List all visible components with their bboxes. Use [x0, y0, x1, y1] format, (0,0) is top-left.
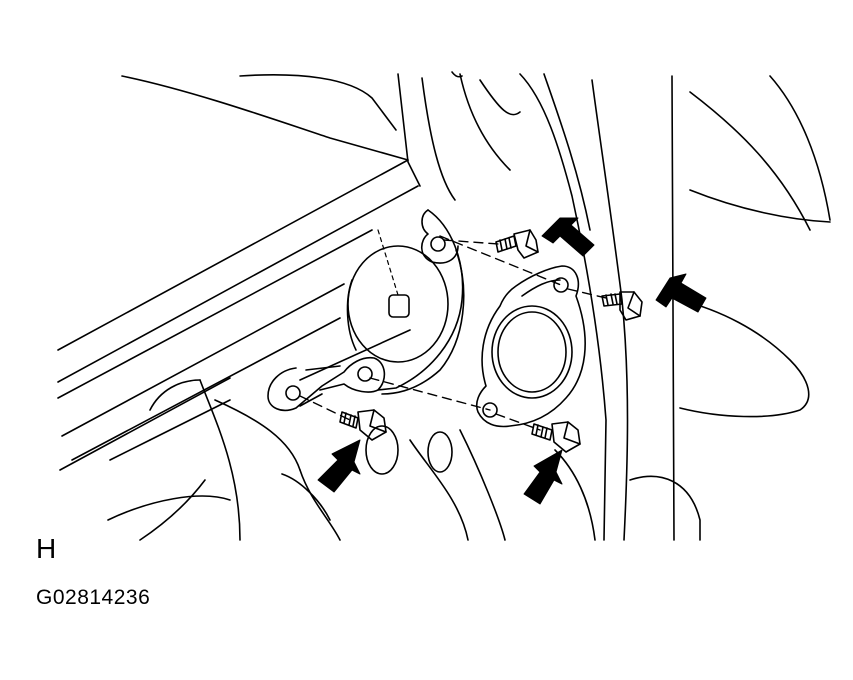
- sensor-plug: [388, 294, 410, 318]
- bold-arrow-icon: [541, 217, 595, 257]
- bolt-icon: [601, 291, 643, 321]
- bolt-icon: [339, 409, 387, 441]
- bold-arrow-icon: [655, 273, 707, 313]
- section-letter: H: [36, 533, 57, 564]
- bolt-icon: [531, 421, 581, 453]
- heat-shield-bracket: [267, 209, 465, 412]
- pipe-opening: [346, 229, 449, 363]
- vehicle-body-outline: [57, 71, 831, 541]
- exhaust-flange: [475, 265, 586, 428]
- bold-arrow-icon: [523, 449, 563, 505]
- bolt-icon: [495, 229, 539, 259]
- figure-code: G02814236: [36, 586, 151, 609]
- bold-arrow-icon: [317, 439, 361, 493]
